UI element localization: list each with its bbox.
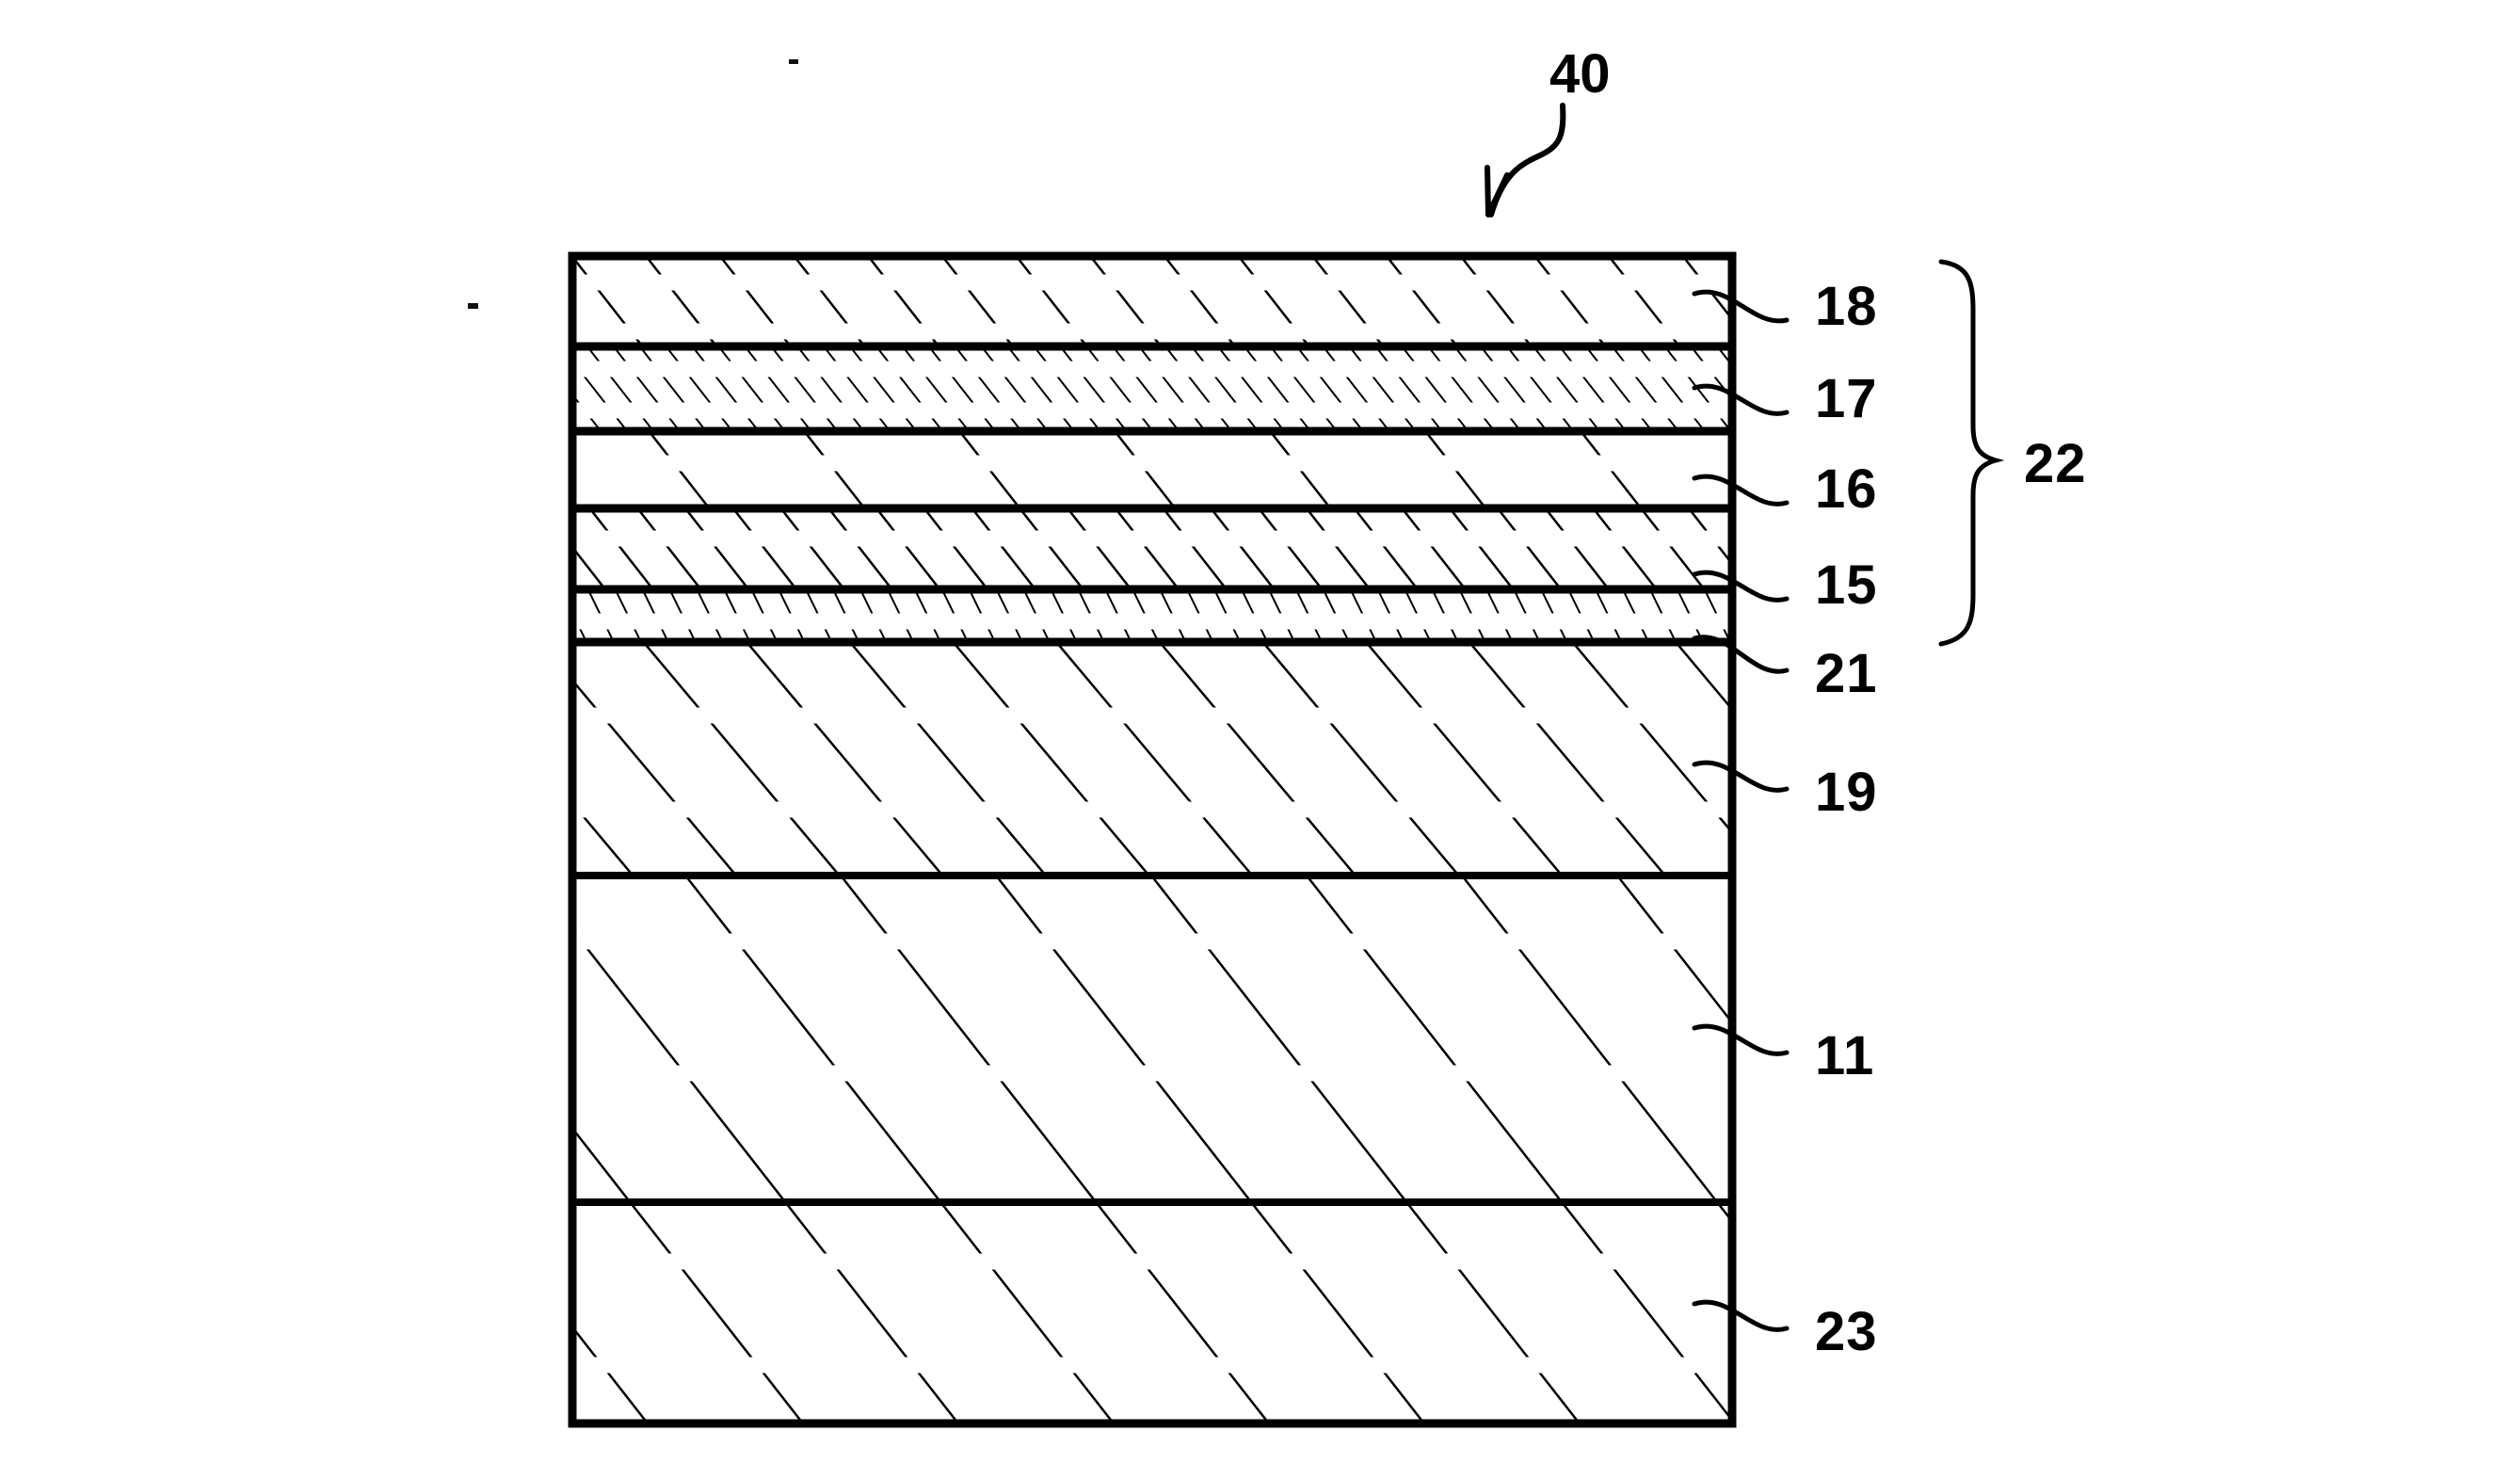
leader-18: [1692, 289, 1790, 324]
layer-19-hatch: [572, 642, 1732, 876]
leader-23: [1692, 1299, 1790, 1332]
callout-leaders: [1692, 289, 1790, 1332]
callout-labels: 18 17 16 15 21 19 11 23: [1815, 276, 1878, 1362]
leader-11: [1692, 1023, 1790, 1056]
layer-15-hatch: [572, 508, 1732, 589]
speck-top: [789, 59, 798, 64]
assembly-label-40: 40: [1549, 43, 1611, 104]
layer-16-hatch: [572, 431, 1732, 508]
leader-17: [1692, 383, 1790, 416]
speck-left: [468, 303, 478, 309]
assembly-marker-40: 40: [1485, 43, 1611, 217]
layer-stack-hatching: [572, 256, 1732, 1423]
callout-label-11: 11: [1815, 1025, 1874, 1086]
layer-23-hatch: [572, 1202, 1732, 1423]
leader-15: [1692, 570, 1790, 603]
callout-label-18: 18: [1815, 276, 1878, 337]
layer-11-hatch: [572, 876, 1732, 1202]
callout-label-23: 23: [1815, 1301, 1878, 1362]
group-label-22: 22: [2024, 433, 2087, 494]
layer-18-hatch: [572, 256, 1732, 346]
callout-label-21: 21: [1815, 643, 1878, 704]
leader-16: [1692, 474, 1790, 506]
stack-outer-border: [568, 251, 1737, 1428]
callout-label-19: 19: [1815, 762, 1878, 823]
callout-label-17: 17: [1815, 368, 1878, 429]
layer-17-hatch: [572, 346, 1732, 431]
scan-specks: [468, 59, 798, 309]
leader-19: [1692, 760, 1790, 793]
assembly-arrow-head: [1485, 165, 1510, 217]
layer-21-hatch: [572, 589, 1732, 642]
group-brace-22: 22: [1938, 259, 2087, 647]
callout-label-16: 16: [1815, 458, 1878, 520]
layer-outlines: [568, 251, 1737, 1428]
leader-21: [1692, 635, 1790, 674]
brace-path: [1938, 259, 2005, 647]
callout-label-15: 15: [1815, 555, 1878, 616]
